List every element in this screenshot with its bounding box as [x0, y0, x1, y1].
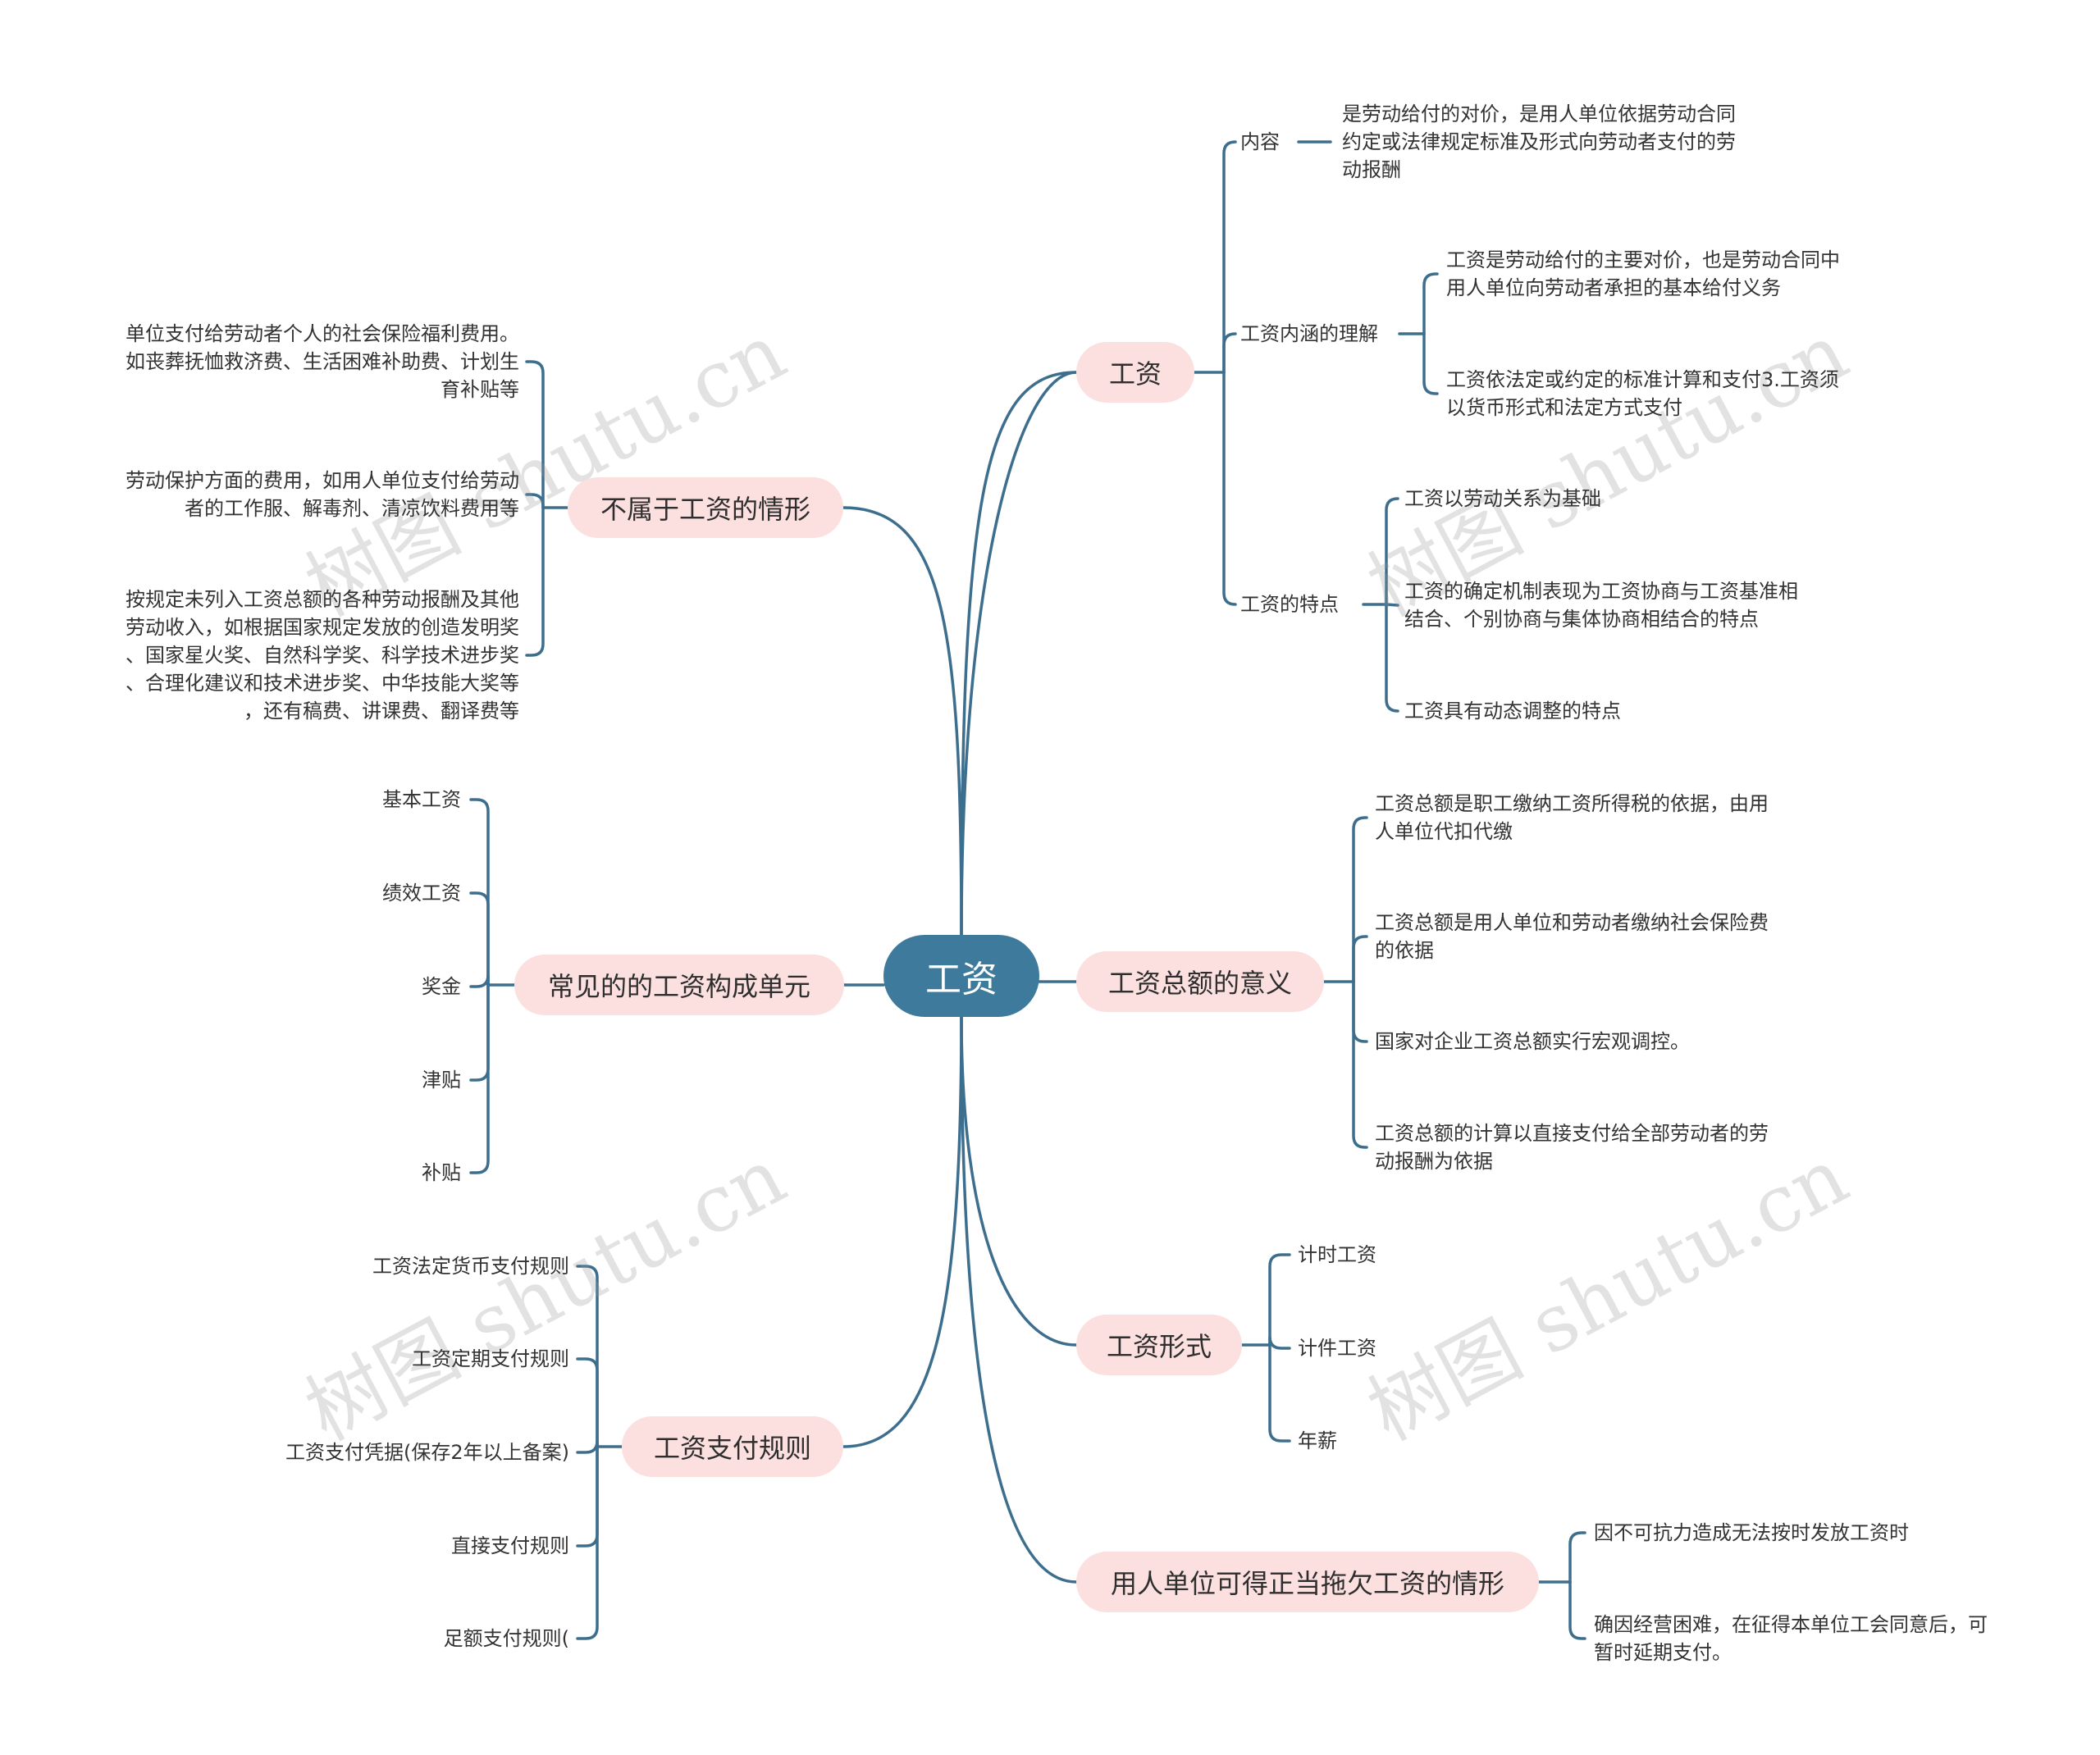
branch-payment[interactable]: 工资支付规则	[622, 1416, 843, 1477]
understanding-item: 工资依法定或约定的标准计算和支付3.工资须 以货币形式和法定方式支付	[1446, 368, 1839, 419]
forms-item: 年薪	[1298, 1429, 1337, 1452]
connector-line	[1222, 140, 1237, 374]
connector-root-payment	[842, 1015, 963, 1448]
connector-line	[1268, 1253, 1291, 1347]
connector-line	[1422, 272, 1439, 335]
branch-forms[interactable]: 工资形式	[1076, 1315, 1242, 1375]
payment-item: 工资法定货币支付规则	[372, 1255, 569, 1278]
connector-line	[576, 1445, 599, 1548]
connector-line	[1222, 371, 1237, 606]
connector-line	[1568, 1580, 1586, 1640]
features-item: 工资的确定机制表现为工资协商与工资基准相 结合、个别协商与集体协商相结合的特点	[1404, 580, 1798, 631]
connector-line	[469, 983, 490, 1174]
connector-line	[1268, 1343, 1291, 1443]
excluded-item: 单位支付给劳动者个人的社会保险福利费用。 如丧葬抚恤救济费、生活困难补助费、计划…	[126, 322, 519, 401]
node-understanding[interactable]: 工资内涵的理解	[1240, 322, 1378, 345]
connector-line	[1352, 980, 1368, 1043]
arrears-item: 因不可抗力造成无法按时发放工资时	[1594, 1521, 1909, 1544]
connector-line	[576, 1445, 599, 1640]
connector-line	[1568, 1531, 1586, 1584]
component-item: 基本工资	[382, 788, 461, 811]
total-item: 工资总额的计算以直接支付给全部劳动者的劳 动报酬为依据	[1375, 1122, 1769, 1173]
payment-item: 足额支付规则(	[443, 1627, 569, 1650]
node-features[interactable]: 工资的特点	[1240, 593, 1339, 616]
features-item: 工资具有动态调整的特点	[1404, 700, 1621, 723]
connector-line	[1385, 603, 1399, 607]
excluded-item: 劳动保护方面的费用，如用人单位支付给劳动 者的工作服、解毒剂、清凉饮料费用等	[126, 469, 519, 520]
payment-item: 工资支付凭据(保存2年以上备案)	[285, 1441, 569, 1464]
total-item: 工资总额是职工缴纳工资所得税的依据，由用 人单位代扣代缴	[1375, 792, 1769, 843]
branch-excluded[interactable]: 不属于工资的情形	[568, 477, 843, 538]
connector-line	[1385, 603, 1399, 713]
connector-line	[525, 493, 545, 509]
connector-line	[1422, 332, 1439, 395]
payment-item: 直接支付规则	[451, 1534, 569, 1557]
connector-line	[1352, 935, 1368, 983]
excluded-item: 按规定未列入工资总额的各种劳动报酬及其他 劳动收入，如根据国家规定发放的创造发明…	[126, 588, 519, 723]
connector-line	[576, 1357, 599, 1448]
connector-root-excluded	[842, 506, 963, 937]
forms-item: 计件工资	[1298, 1337, 1376, 1360]
branch-wage[interactable]: 工资	[1076, 342, 1194, 403]
branch-components[interactable]: 常见的的工资构成单元	[514, 955, 844, 1015]
arrears-item: 确因经营困难，在征得本单位工会同意后，可 暂时延期支付。	[1594, 1613, 1988, 1664]
connector-root-forms	[960, 1015, 1078, 1347]
connector-line	[525, 506, 545, 657]
component-item: 奖金	[422, 975, 461, 998]
total-item: 国家对企业工资总额实行宏观调控。	[1375, 1030, 1690, 1053]
features-item: 工资以劳动关系为基础	[1404, 487, 1601, 510]
branch-total[interactable]: 工资总额的意义	[1076, 951, 1324, 1012]
node-content[interactable]: 内容	[1240, 130, 1280, 153]
connector-root-wage	[960, 371, 1078, 937]
connector-line	[1352, 980, 1368, 1149]
branch-arrears[interactable]: 用人单位可得正当拖欠工资的情形	[1076, 1552, 1539, 1612]
connector-line	[576, 1440, 599, 1454]
component-item: 补贴	[422, 1161, 461, 1184]
forms-item: 计时工资	[1298, 1243, 1376, 1266]
root-node[interactable]: 工资	[883, 935, 1039, 1017]
content-text: 是劳动给付的对价，是用人单位依据劳动合同 约定或法律规定标准及形式向劳动者支付的…	[1342, 103, 1736, 181]
connector-line	[469, 891, 490, 987]
connector-line	[469, 974, 490, 988]
component-item: 津贴	[422, 1069, 461, 1092]
connector-line	[1385, 497, 1399, 606]
connector-line	[525, 360, 545, 509]
connector-line	[576, 1265, 599, 1448]
component-item: 绩效工资	[382, 882, 461, 905]
connector-line	[1352, 816, 1368, 983]
connector-line	[469, 983, 490, 1082]
connector-root-wage	[960, 371, 1078, 937]
connector-root-arrears	[960, 1015, 1078, 1584]
understanding-item: 工资是劳动给付的主要对价，也是劳动合同中 用人单位向劳动者承担的基本给付义务	[1446, 248, 1840, 299]
connector-line	[1222, 332, 1237, 374]
payment-item: 工资定期支付规则	[412, 1347, 569, 1370]
connector-line	[469, 798, 490, 987]
total-item: 工资总额是用人单位和劳动者缴纳社会保险费 的依据	[1375, 911, 1769, 962]
connector-line	[1268, 1336, 1291, 1350]
